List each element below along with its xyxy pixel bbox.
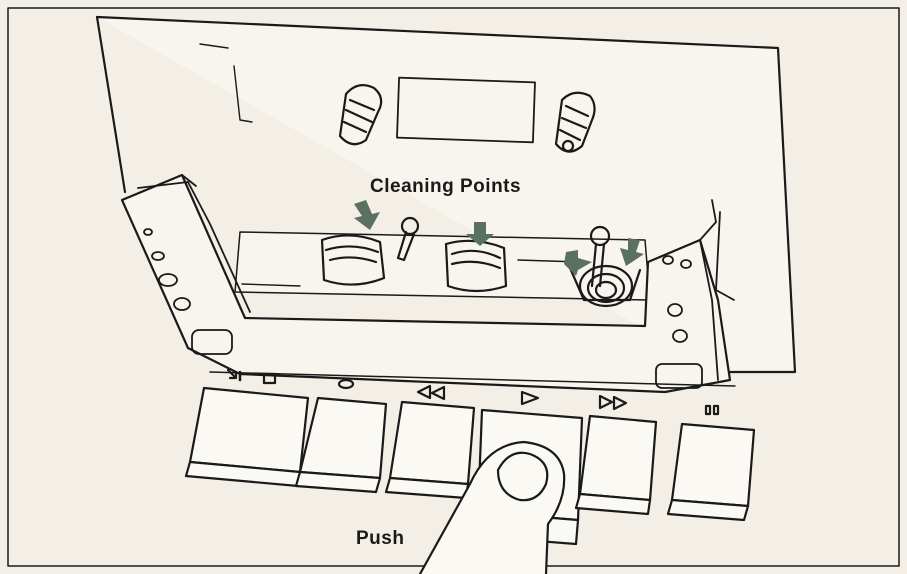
cleaning-points-label: Cleaning Points xyxy=(370,176,521,198)
symbol-rewind xyxy=(418,386,444,399)
head-left xyxy=(322,235,384,284)
back-panel-left-edge xyxy=(97,17,125,192)
symbol-fast-forward xyxy=(600,396,626,409)
key-pause xyxy=(668,424,754,520)
key-rewind xyxy=(386,402,474,498)
symbol-play xyxy=(522,392,538,404)
symbol-pause xyxy=(706,406,718,414)
push-label: Push xyxy=(356,528,404,550)
arrow-cleaning-head-left xyxy=(354,200,380,230)
key-stop xyxy=(296,398,386,492)
symbol-record xyxy=(339,380,353,388)
key-fast-forward xyxy=(576,416,656,514)
head-center xyxy=(446,241,506,291)
key-eject xyxy=(186,388,308,486)
